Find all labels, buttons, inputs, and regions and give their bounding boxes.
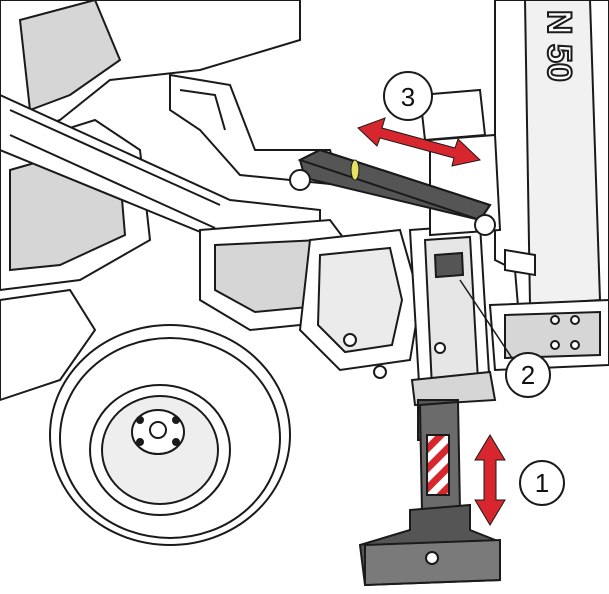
callout-1-label: 1 [535,468,549,498]
callout-3: 3 [383,71,433,121]
wheel [49,324,291,546]
stand-leg [417,399,462,514]
machine-body-right [418,0,609,372]
stand-housing [408,223,497,407]
horizontal-adjust-arrow [357,117,482,167]
callout-1: 1 [519,460,565,506]
callout-2-label: 2 [521,360,535,390]
callout-2: 2 [459,279,551,398]
machine-marking: N 50 [540,10,578,82]
vertical-adjust-arrow [474,434,506,526]
adjustable-link [289,148,496,236]
central-frame [199,218,422,379]
stand-foot [358,503,502,587]
callout-3-label: 3 [401,82,415,112]
